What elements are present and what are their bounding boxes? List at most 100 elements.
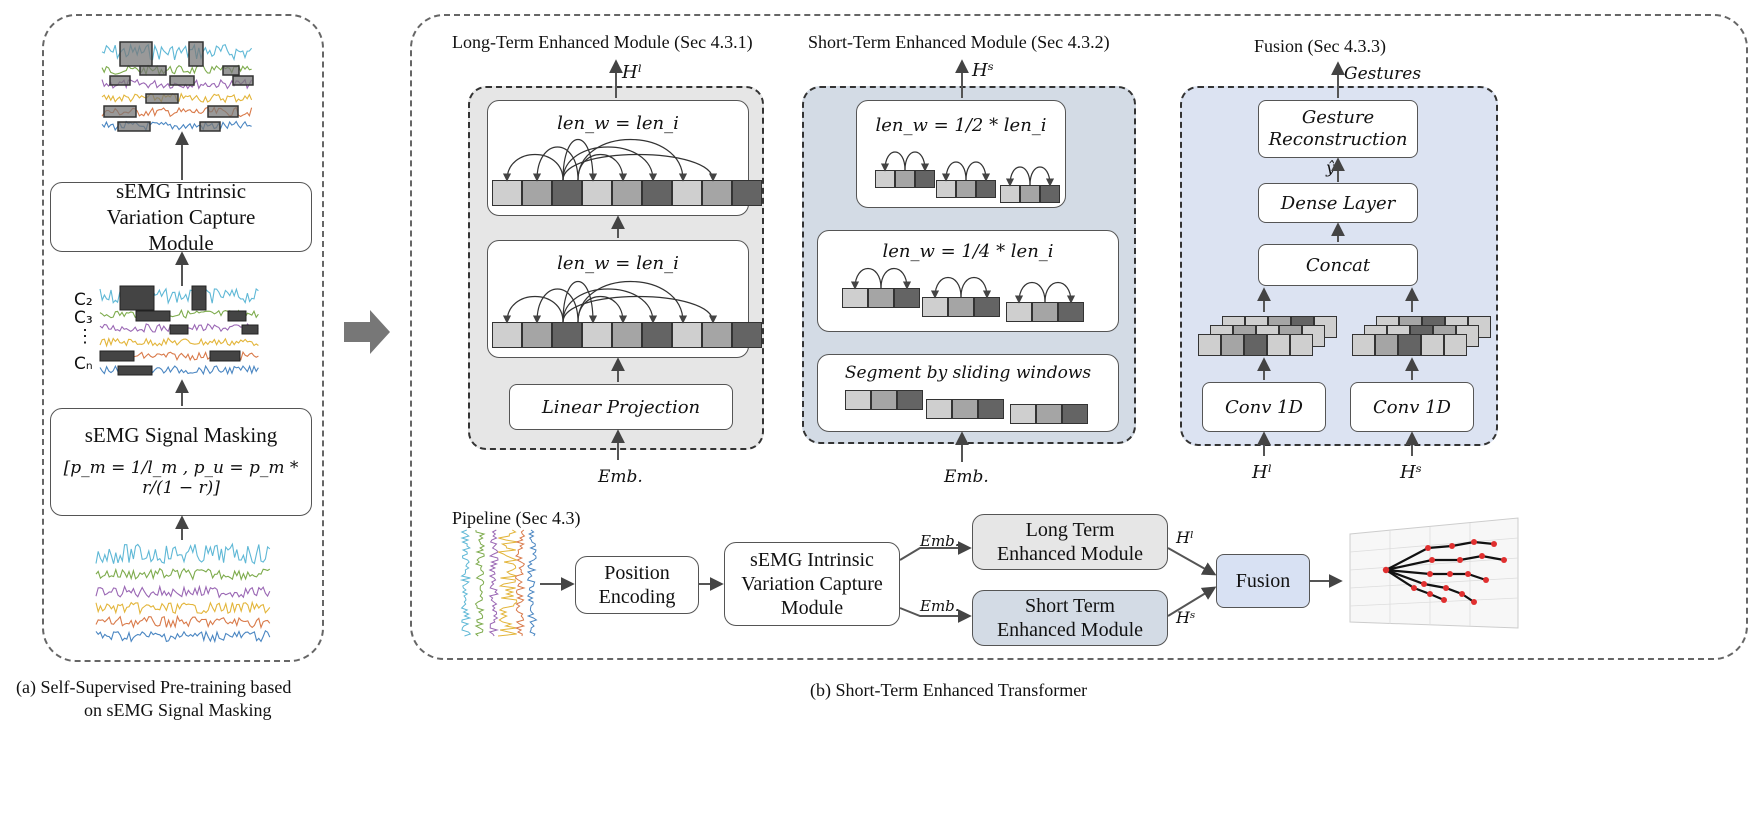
panel-transition-arrow (344, 310, 390, 354)
long-term-pipeline-box: Long Term Enhanced Module (972, 514, 1168, 570)
attention-arc (562, 146, 658, 182)
pipeline-emg-trace (514, 529, 526, 637)
position-encoding-box: Position Encoding (575, 556, 699, 614)
pipeline-h-s: Hˢ (1176, 608, 1196, 627)
hand-joint (1425, 545, 1431, 551)
emg-trace (95, 567, 271, 582)
y-hat-label: ŷ (1326, 158, 1336, 177)
hand-wrist-joint (1382, 566, 1390, 574)
masking-title: sEMG Signal Masking (84, 422, 278, 447)
gestures-output-label: Gestures (1344, 64, 1422, 84)
attention-arc (1044, 282, 1076, 304)
hand-bone (1385, 569, 1445, 602)
attention-arc (502, 295, 564, 324)
mask-blocks-top (103, 41, 254, 132)
mask-blocks-middle (99, 285, 259, 376)
pipeline-h-l: Hˡ (1176, 528, 1194, 547)
fusion-input-left-label: Hˡ (1252, 462, 1273, 483)
segment-window-2 (926, 399, 1004, 419)
attention-arc (562, 288, 658, 324)
caption-a-line2: on sEMG Signal Masking (84, 700, 272, 720)
attention-arc (941, 161, 967, 182)
hand-joint (1471, 539, 1477, 545)
fusion-title: Fusion (Sec 4.3.3) (1254, 36, 1386, 56)
feature-map-right-front (1352, 334, 1467, 356)
fusion-pipeline-box: Fusion (1216, 554, 1310, 608)
capture-module-pipeline-box: sEMG Intrinsic Variation Capture Module (724, 542, 900, 626)
emg-trace (95, 542, 271, 565)
attention-arc (532, 146, 579, 182)
attention-arc (562, 138, 598, 182)
emg-trace (95, 629, 271, 644)
long-input-label: Emb. (598, 467, 643, 487)
hand-joint (1465, 571, 1471, 577)
flow-arrows (175, 59, 1419, 623)
attention-arc (577, 281, 688, 324)
feature-map-left-front (1198, 334, 1313, 356)
attention-arc (562, 154, 718, 182)
hand-joint (1429, 557, 1435, 563)
short-term-pipeline-box: Short Term Enhanced Module (972, 590, 1168, 646)
short-input-label: Emb. (944, 467, 989, 487)
fusion-input-right-label: Hˢ (1400, 462, 1422, 483)
short-window-half: len_w = 1/2 * len_i (875, 115, 1047, 136)
capture-module-box: sEMG Intrinsic Variation Capture Module (50, 179, 312, 255)
long-tokens-top (492, 180, 762, 206)
hand-joint (1449, 543, 1455, 549)
attention-arc (850, 268, 882, 290)
caption-b: (b) Short-Term Enhanced Transformer (810, 680, 1088, 700)
attention-arc (562, 296, 718, 324)
hand-joint (1479, 553, 1485, 559)
short-quarter-window-2 (922, 297, 1000, 317)
long-term-title: Long-Term Enhanced Module (Sec 4.3.1) (452, 32, 753, 52)
short-quarter-window-3 (1006, 302, 1084, 322)
pipeline-emg-trace (488, 529, 500, 637)
hand-joint (1427, 591, 1433, 597)
attention-arc (960, 277, 992, 299)
caption-a-line1: (a) Self-Supervised Pre-training based (16, 677, 292, 697)
emg-trace (95, 614, 271, 630)
attention-arc (532, 288, 579, 324)
conv1d-right-box: Conv 1D (1350, 382, 1474, 432)
long-window-label-bottom: len_w = len_i (557, 253, 679, 274)
hand-skeleton-plot (1349, 517, 1519, 629)
channel-ellipsis: ⋮ (76, 326, 94, 346)
attention-arc (562, 280, 598, 324)
short-quarter-window-1 (842, 288, 920, 308)
emg-trace (99, 336, 259, 348)
attention-arcs-short (850, 151, 1076, 304)
short-half-window-3 (1000, 185, 1060, 203)
attention-arc (880, 268, 912, 290)
pipeline-emb-upper: Emb. (920, 532, 960, 550)
attention-arc (1029, 166, 1055, 187)
channel-c3: C₃ (74, 308, 93, 328)
long-window-label-top: len_w = len_i (557, 113, 679, 134)
pipeline-title: Pipeline (Sec 4.3) (452, 508, 581, 528)
attention-arc (1005, 166, 1031, 187)
attention-arcs-long (502, 138, 718, 324)
masking-box: sEMG Signal Masking [p_m = 1/l_m , p_u =… (50, 408, 312, 516)
segment-label: Segment by sliding windows (844, 363, 1092, 383)
hand-joint (1471, 599, 1477, 605)
attention-arc (904, 151, 930, 172)
emg-trace (95, 600, 271, 616)
attention-arc (1014, 282, 1046, 304)
short-output-label: Hˢ (972, 60, 994, 81)
concat-box: Concat (1258, 244, 1418, 286)
attention-arc (577, 139, 688, 182)
hand-joint (1421, 581, 1427, 587)
pipeline-emg-trace (459, 529, 472, 637)
pipeline-emb-lower: Emb. (920, 597, 960, 615)
hand-joint (1501, 557, 1507, 563)
short-term-title: Short-Term Enhanced Module (Sec 4.3.2) (808, 32, 1110, 52)
attention-arc (880, 151, 906, 172)
hand-joint (1443, 585, 1449, 591)
attention-arc (965, 161, 991, 182)
short-window-quarter: len_w = 1/4 * len_i (882, 241, 1054, 262)
segment-window-1 (845, 390, 923, 410)
pipeline-emg-trace (474, 529, 486, 637)
pipeline-emg-trace (496, 529, 519, 637)
